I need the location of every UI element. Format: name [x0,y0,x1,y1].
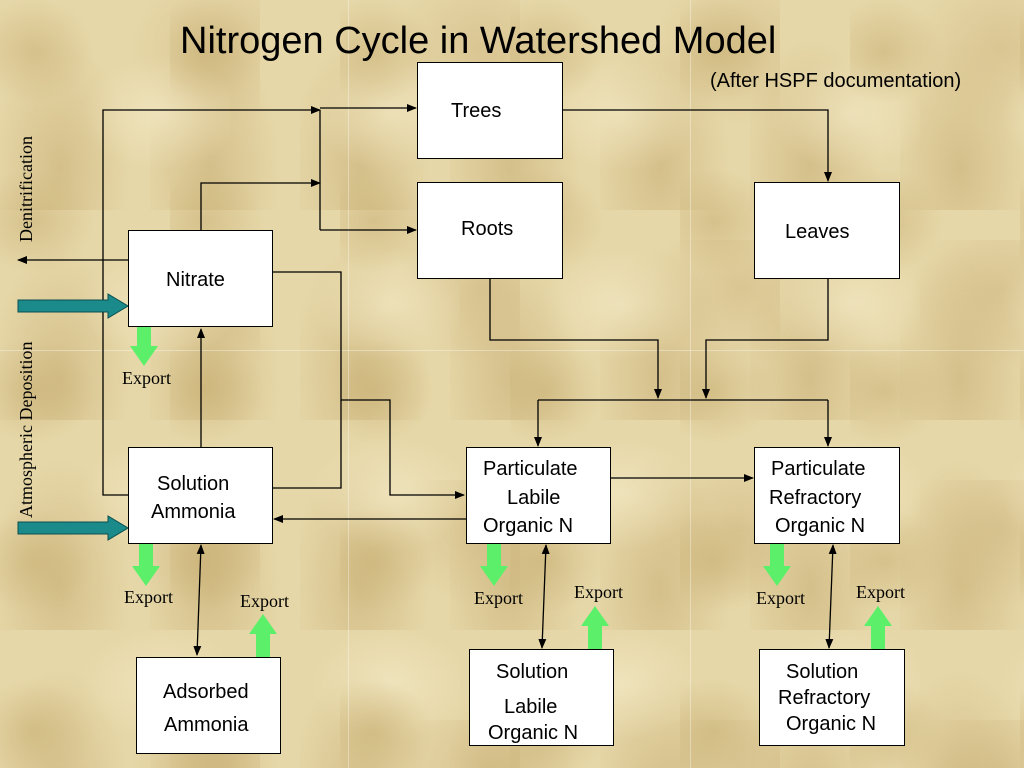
roots-to-litter-arrow [489,278,662,399]
refractory-solution-exchange [825,544,837,649]
export-label: Export [122,368,171,388]
background-seam [0,350,1024,351]
trees-to-leaves-arrow [562,109,832,182]
box-label: Solution [496,661,569,683]
background-seam [348,0,349,768]
page-title: Nitrogen Cycle in Watershed Model [180,20,777,62]
particulate-refractory-box: Particulate Refractory Organic N [754,447,900,544]
background-seam [690,0,691,768]
box-label: Refractory [778,687,871,709]
atmospheric-deposition-label: Atmospheric Deposition [16,341,36,518]
box-label: Trees [451,100,502,122]
box-label: Solution [157,473,230,495]
adsorbed-ammonia-box: Adsorbed Ammonia [136,657,281,754]
box-label: Labile [507,487,561,509]
export-label: Export [474,588,523,608]
denitrification-label: Denitrification [16,136,36,242]
page-subtitle: (After HSPF documentation) [710,70,962,92]
box-label: Nitrate [166,269,225,291]
box-label: Organic N [775,515,866,537]
export-down-arrow [132,544,160,586]
export-label: Export [240,591,289,611]
ammonia-nitrate-link [273,400,342,489]
export-down-arrow [130,324,158,366]
box-label: Particulate [771,458,866,480]
export-up-arrow [249,614,277,657]
export-up-arrow [581,606,609,649]
export-label: Export [124,587,173,607]
box-label: Ammonia [164,714,249,736]
solution-ammonia-box: Solution Ammonia [128,447,273,544]
nitrate-box: Nitrate [128,230,273,327]
export-label: Export [856,582,905,602]
nitrate-to-plants-line [200,179,321,230]
ammonia-adsorbed-exchange [193,544,205,656]
leaves-to-litter-arrow [702,278,829,399]
box-label: Labile [504,696,558,718]
solution-refractory-box: Solution Refractory Organic N [759,649,905,746]
box-label: Roots [461,218,514,240]
box-label: Leaves [785,221,850,243]
labile-solution-exchange [538,544,550,649]
box-label: Solution [786,661,859,683]
box-label: Refractory [769,487,862,509]
export-label: Export [756,588,805,608]
box-label: Organic N [786,713,877,735]
roots-box: Roots [417,182,563,279]
deposition-arrow-ammonia [17,515,129,541]
box-label: Particulate [483,458,578,480]
box-label: Organic N [488,722,579,744]
nitrate-to-labile-arrow [273,271,465,499]
leaves-box: Leaves [754,182,900,279]
export-down-arrow [763,544,791,586]
deposition-arrow-nitrate [17,293,129,319]
trees-box: Trees [417,62,563,159]
box-label: Adsorbed [163,681,249,703]
solution-labile-box: Solution Labile Organic N [469,649,614,746]
particulate-labile-box: Particulate Labile Organic N [466,447,611,544]
box-label: Organic N [483,515,574,537]
box-label: Ammonia [151,501,236,523]
export-label: Export [574,582,623,602]
deposition-arrows [17,293,129,541]
export-down-arrow [480,544,508,586]
export-up-arrow [864,606,892,649]
